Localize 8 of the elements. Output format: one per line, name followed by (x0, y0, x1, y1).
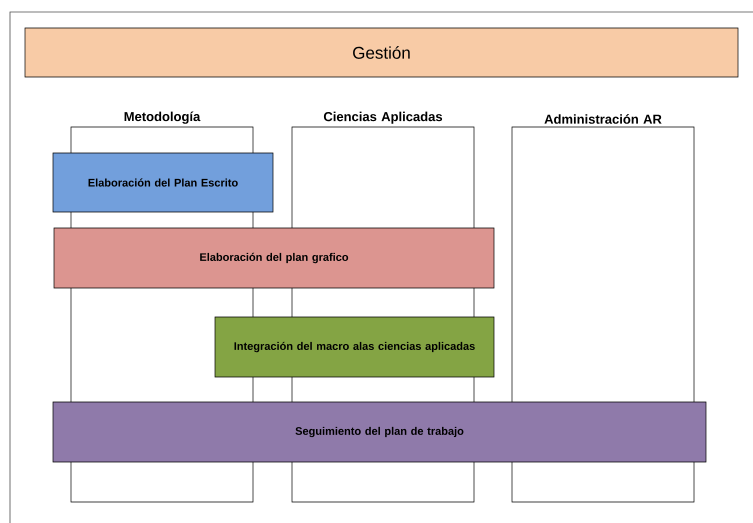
node-label: Administración AR (544, 114, 662, 124)
task-bar: Seguimiento del plan de trabajo (52, 402, 706, 462)
task-bar: Integración del macro alas ciencias aplicadas (214, 316, 494, 378)
node-label: Metodología (124, 112, 200, 124)
task-bar: Elaboración del plan grafico (54, 228, 494, 288)
header-band: Gestión (24, 28, 738, 78)
node-label: Ciencias Aplicadas (324, 112, 442, 124)
task-bar: Elaboración del Plan Escrito (52, 152, 274, 212)
